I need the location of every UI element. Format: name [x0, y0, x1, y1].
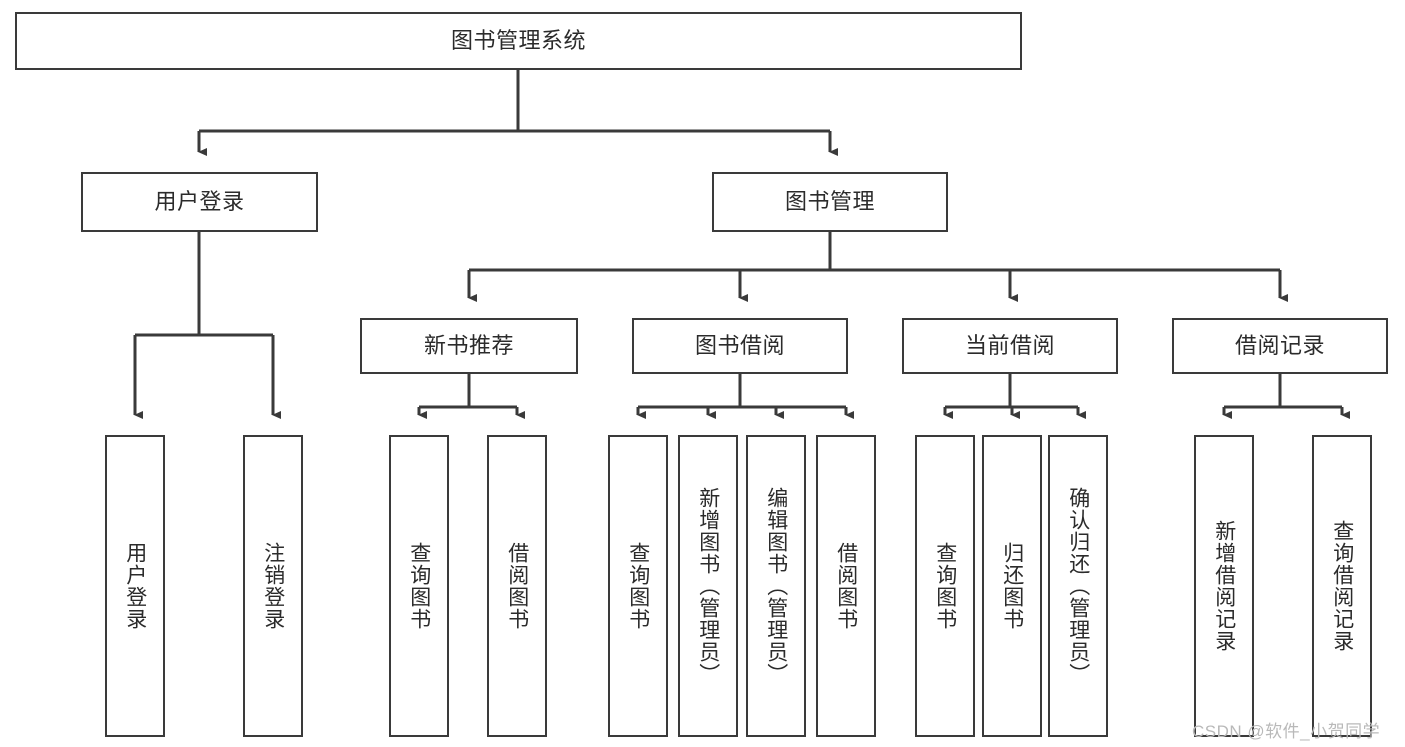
node-leaf-confirm-return-admin-label: 确认归还（管理员） [1066, 487, 1090, 685]
node-leaf-confirm-return-admin[interactable]: 确认归还（管理员） [1048, 435, 1108, 737]
node-new-book-recommend-label: 新书推荐 [423, 332, 514, 358]
node-book-borrow-label: 图书借阅 [694, 332, 785, 358]
node-leaf-query-book-current[interactable]: 查询图书 [915, 435, 975, 737]
node-leaf-add-borrow-record-label: 新增借阅记录 [1212, 520, 1236, 652]
node-leaf-query-book-borrow-label: 查询图书 [626, 542, 650, 630]
node-book-management-label: 图书管理 [784, 188, 875, 214]
node-leaf-borrow-book[interactable]: 借阅图书 [816, 435, 876, 737]
node-leaf-add-borrow-record[interactable]: 新增借阅记录 [1194, 435, 1254, 737]
node-leaf-borrow-book-recommend[interactable]: 借阅图书 [487, 435, 547, 737]
node-leaf-query-borrow-record-label: 查询借阅记录 [1330, 520, 1354, 652]
node-leaf-query-book-current-label: 查询图书 [933, 542, 957, 630]
node-user-login-label: 用户登录 [154, 188, 245, 214]
node-leaf-return-book-label: 归还图书 [1000, 542, 1024, 630]
node-leaf-borrow-book-recommend-label: 借阅图书 [505, 542, 529, 630]
node-leaf-add-book-admin[interactable]: 新增图书（管理员） [678, 435, 738, 737]
node-book-management[interactable]: 图书管理 [712, 172, 948, 232]
node-new-book-recommend[interactable]: 新书推荐 [360, 318, 578, 374]
node-book-borrow[interactable]: 图书借阅 [632, 318, 848, 374]
node-current-borrow-label: 当前借阅 [964, 332, 1055, 358]
node-user-login[interactable]: 用户登录 [81, 172, 318, 232]
node-leaf-edit-book-admin-label: 编辑图书（管理员） [764, 487, 788, 685]
node-leaf-query-borrow-record[interactable]: 查询借阅记录 [1312, 435, 1372, 737]
node-leaf-query-book-recommend[interactable]: 查询图书 [389, 435, 449, 737]
node-leaf-logout[interactable]: 注销登录 [243, 435, 303, 737]
node-leaf-user-login-label: 用户登录 [123, 542, 147, 630]
node-leaf-query-book-recommend-label: 查询图书 [407, 542, 431, 630]
node-leaf-return-book[interactable]: 归还图书 [982, 435, 1042, 737]
node-root[interactable]: 图书管理系统 [15, 12, 1022, 70]
node-leaf-add-book-admin-label: 新增图书（管理员） [696, 487, 720, 685]
node-current-borrow[interactable]: 当前借阅 [902, 318, 1118, 374]
node-leaf-borrow-book-label: 借阅图书 [834, 542, 858, 630]
node-root-label: 图书管理系统 [450, 27, 586, 53]
node-borrow-record-label: 借阅记录 [1234, 332, 1325, 358]
node-borrow-record[interactable]: 借阅记录 [1172, 318, 1388, 374]
csdn-watermark: CSDN @软件_小贺同学 [1192, 722, 1381, 741]
node-leaf-edit-book-admin[interactable]: 编辑图书（管理员） [746, 435, 806, 737]
node-leaf-query-book-borrow[interactable]: 查询图书 [608, 435, 668, 737]
node-leaf-logout-label: 注销登录 [261, 542, 285, 630]
node-leaf-user-login[interactable]: 用户登录 [105, 435, 165, 737]
